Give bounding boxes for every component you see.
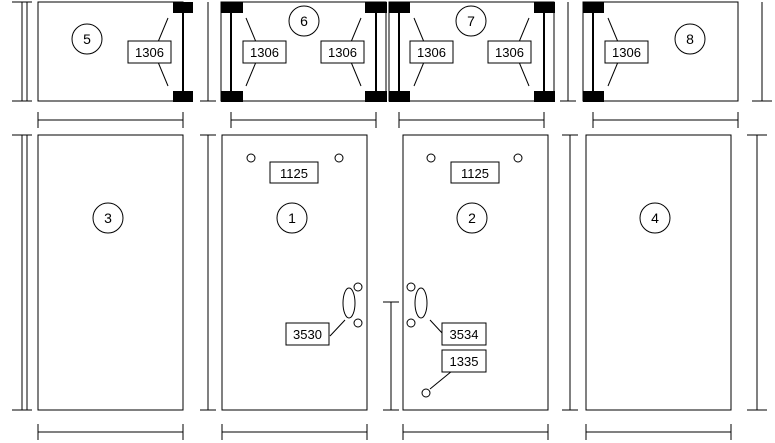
- panel-4: [585, 134, 732, 411]
- tag-top-1: 1125: [269, 161, 319, 184]
- svg-text:3530: 3530: [293, 327, 322, 342]
- svg-text:1125: 1125: [461, 166, 489, 181]
- panel-3: [37, 134, 184, 411]
- hinges-panel-6: [221, 2, 387, 102]
- tag-hinge-8: 1306: [604, 40, 649, 64]
- bubble-7: 7: [455, 5, 487, 37]
- bubble-8: 8: [674, 23, 706, 55]
- tag-hinge-7a: 1306: [409, 40, 454, 64]
- tag-handle-1: 3530: [285, 322, 330, 346]
- bubble-6: 6: [288, 5, 320, 37]
- tag-hinge-5: 1306: [127, 40, 172, 64]
- svg-text:3534: 3534: [450, 327, 479, 342]
- svg-text:1306: 1306: [417, 45, 446, 60]
- panel-2-hardware: [406, 153, 523, 398]
- svg-text:1335: 1335: [450, 354, 479, 369]
- lower-horizontal-dimensions: [37, 424, 732, 440]
- lower-vertical-dimensions: [12, 134, 767, 411]
- svg-text:1306: 1306: [328, 45, 357, 60]
- hinges-panel-8: [583, 2, 604, 102]
- panel-1: [221, 134, 368, 411]
- panel-7: [388, 1, 555, 102]
- svg-text:5: 5: [83, 31, 91, 47]
- svg-text:1125: 1125: [280, 166, 308, 181]
- svg-text:3: 3: [104, 210, 112, 226]
- svg-text:7: 7: [467, 13, 475, 29]
- bubble-3: 3: [92, 202, 124, 234]
- svg-text:2: 2: [468, 210, 476, 226]
- svg-text:4: 4: [651, 210, 659, 226]
- svg-text:1306: 1306: [495, 45, 524, 60]
- panel-1-hardware: [246, 153, 363, 337]
- svg-text:1: 1: [288, 210, 296, 226]
- svg-text:1306: 1306: [250, 45, 279, 60]
- svg-text:1306: 1306: [612, 45, 641, 60]
- tag-hinge-6a: 1306: [242, 40, 287, 64]
- hinge-leaders: [157, 17, 619, 87]
- svg-text:6: 6: [300, 13, 308, 29]
- panel-8: [582, 1, 739, 102]
- svg-text:8: 8: [686, 31, 694, 47]
- hinges-panel-5: [173, 2, 193, 102]
- bubble-5: 5: [71, 23, 103, 55]
- svg-text:1306: 1306: [135, 45, 164, 60]
- hinges-panel-7: [389, 2, 555, 102]
- bubble-2: 2: [456, 202, 488, 234]
- bubble-1: 1: [276, 202, 308, 234]
- tag-top-2: 1125: [450, 161, 500, 184]
- tag-hinge-6b: 1306: [320, 40, 365, 64]
- upper-horizontal-dimensions: [37, 112, 739, 128]
- upper-vertical-dimensions: [12, 1, 772, 102]
- panel-6: [220, 1, 387, 102]
- tag-handle-2: 3534: [441, 322, 487, 346]
- tag-lock-2: 1335: [441, 349, 487, 373]
- panel-2: [402, 134, 549, 411]
- bubble-4: 4: [639, 202, 671, 234]
- tag-hinge-7b: 1306: [487, 40, 532, 64]
